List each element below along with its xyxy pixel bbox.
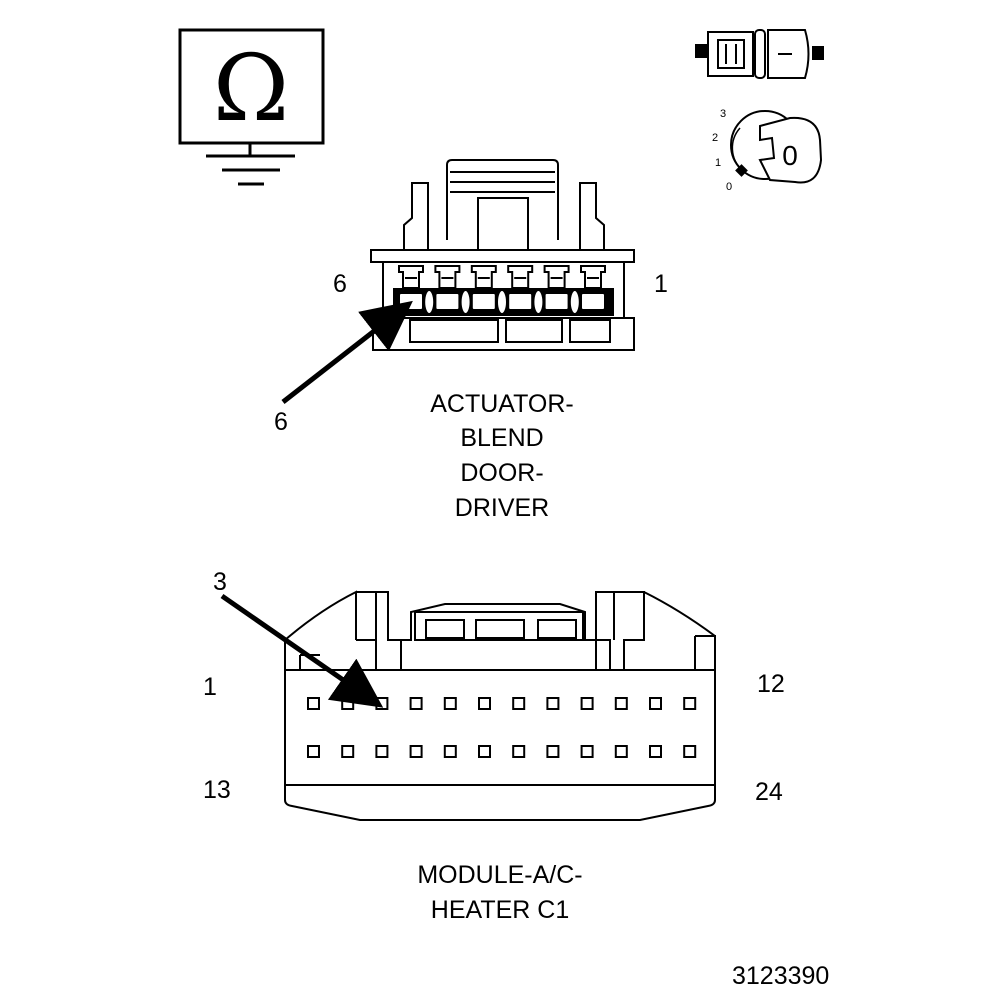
module-pin-cavity: [478, 745, 491, 758]
cavity: [507, 292, 534, 311]
module-title-line-1: MODULE-A/C-: [417, 861, 582, 889]
module-pin-cavity: [341, 745, 355, 758]
key-position-label: 0: [782, 140, 798, 171]
actuator-pin-label-left: 6: [333, 270, 347, 298]
module-pin-cavity: [409, 745, 423, 758]
module-pin-cavity: [683, 745, 697, 758]
unplugged-connector-icon: [695, 29, 824, 79]
module-pin-cavity: [443, 697, 457, 710]
module-pin-cavity: [614, 697, 628, 710]
cavity-divider: [496, 289, 508, 315]
ignition-position-3: 3: [720, 108, 726, 120]
module-pin-cavity: [512, 697, 526, 710]
module-pin-label-bottom-left: 13: [203, 776, 231, 804]
cavity: [543, 292, 570, 311]
module-pin-cavity: [546, 697, 560, 710]
ignition-position-1: 1: [715, 157, 721, 169]
cavity: [580, 292, 606, 311]
actuator-title-line-3: DOOR-: [460, 459, 543, 487]
cavity-row: [398, 289, 606, 315]
module-pin-label-top-right: 12: [757, 670, 785, 698]
actuator-probe-pin-label: 6: [274, 408, 288, 436]
module-pin-cavity: [580, 697, 594, 710]
module-pin-cavity: [683, 697, 697, 710]
actuator-title-line-2: BLEND: [460, 424, 543, 452]
actuator-probe-arrow: [281, 300, 413, 404]
module-pin-cavity: [409, 697, 423, 710]
module-pin-label-bottom-right: 24: [755, 778, 783, 806]
module-probe-arrow: [220, 593, 384, 708]
ignition-position-2: 2: [712, 132, 718, 144]
module-pin-cavity: [375, 745, 389, 758]
module-pin-cavity: [614, 745, 628, 758]
cavity: [434, 292, 461, 311]
cavity: [470, 292, 497, 311]
module-pin-cavity: [443, 745, 457, 758]
module-pin-cavity: [307, 745, 320, 758]
module-connector: [284, 590, 716, 821]
actuator-pin-label-right: 1: [654, 270, 668, 298]
cavity-divider: [568, 289, 581, 315]
figure-id: 3123390: [732, 962, 829, 990]
module-pin-cavity: [341, 697, 355, 710]
module-pin-cavity: [580, 745, 594, 758]
module-pin-cavity: [375, 697, 389, 710]
cavity-divider: [532, 289, 545, 315]
module-pin-label-top-left: 1: [203, 673, 217, 701]
module-pin-cavity: [478, 697, 491, 710]
module-pin-cavity: [512, 745, 526, 758]
ohmmeter-icon: Ω: [178, 28, 325, 186]
actuator-connector: [370, 159, 635, 351]
ohm-symbol: Ω: [213, 35, 289, 142]
module-pin-cavity: [307, 697, 320, 710]
module-title-line-2: HEATER C1: [431, 896, 569, 924]
cavity-divider: [423, 289, 436, 315]
module-pin-cavity: [649, 697, 662, 710]
module-probe-pin-label: 3: [213, 568, 227, 596]
ignition-position-0: 0: [726, 181, 732, 193]
actuator-title-line-4: DRIVER: [455, 494, 549, 522]
module-pin-cavity: [546, 745, 560, 758]
module-pin-cavity: [649, 745, 662, 758]
actuator-title-line-1: ACTUATOR-: [430, 390, 574, 418]
cavity-divider: [459, 289, 472, 315]
ignition-key-switch-icon: 0 3 2 1 0: [712, 108, 823, 193]
module-pin-grid: [307, 697, 697, 758]
